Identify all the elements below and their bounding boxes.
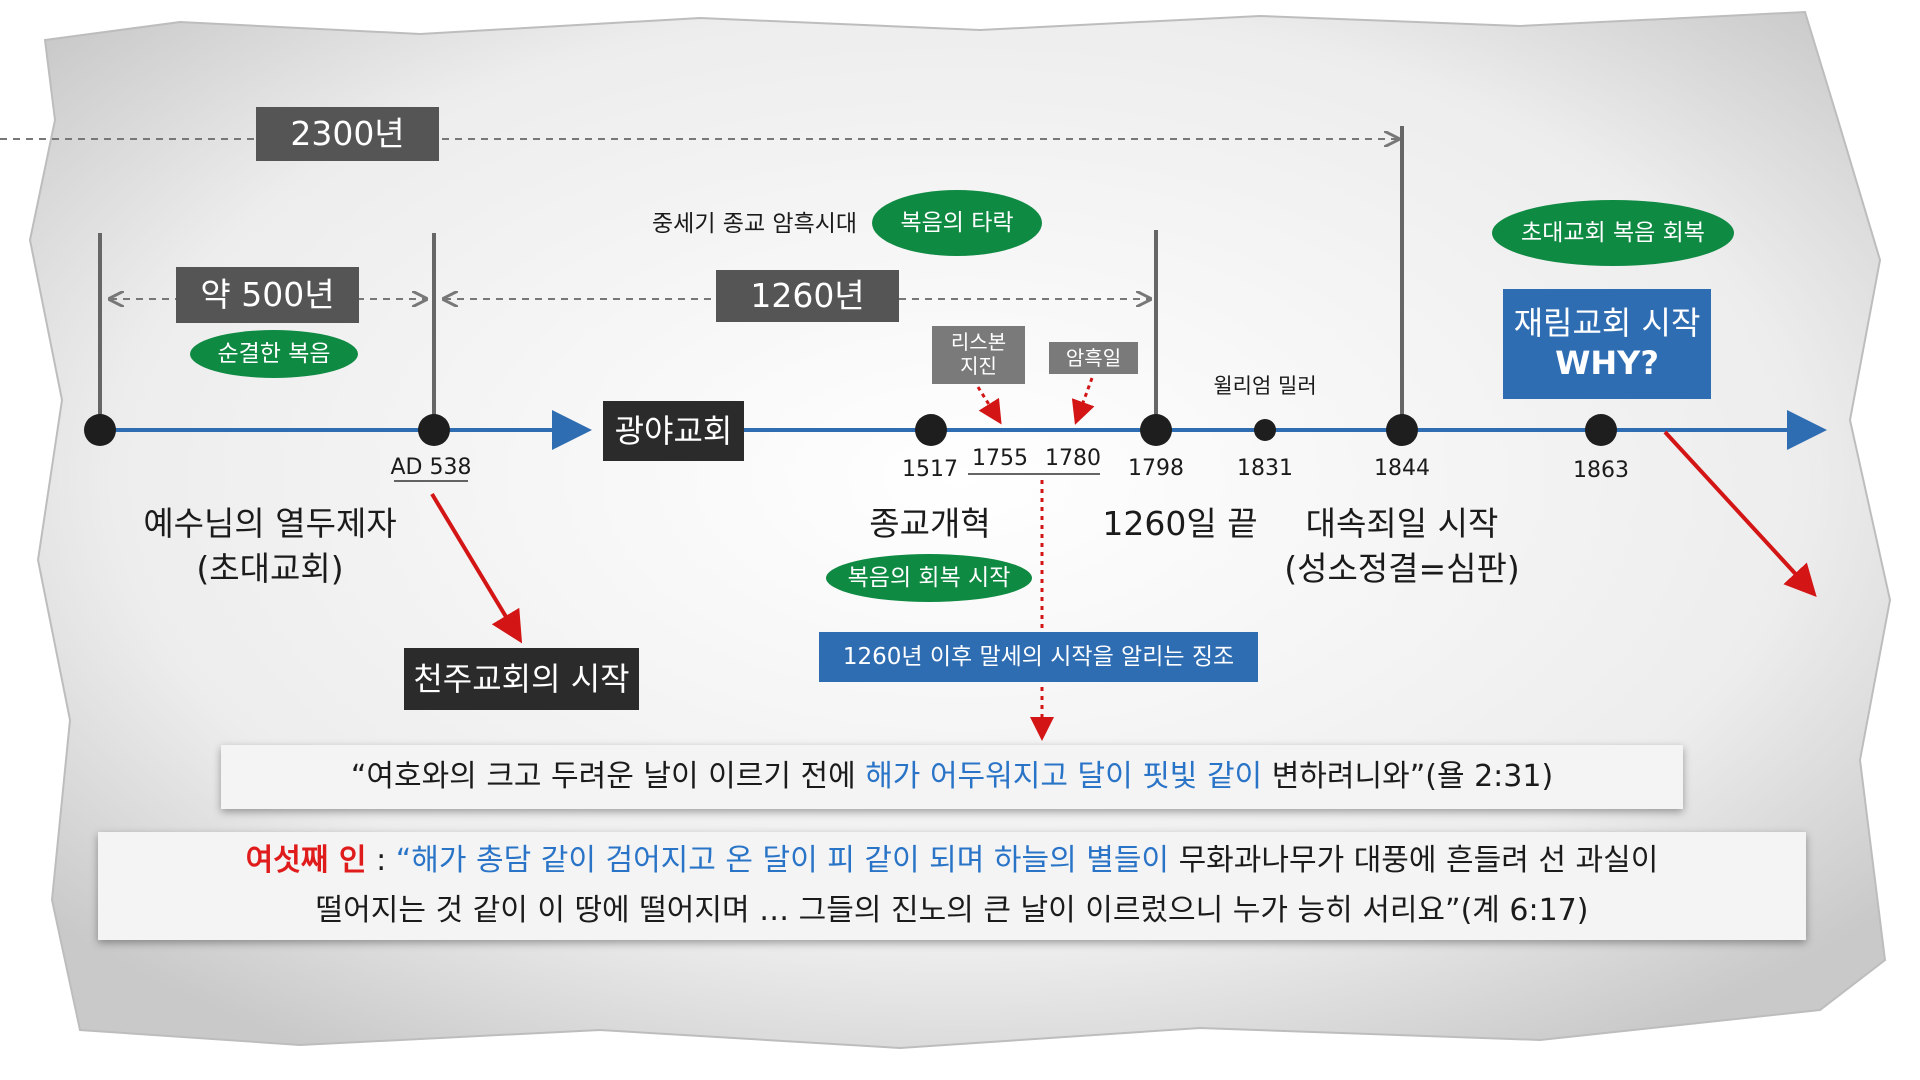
reformation-label: 종교개혁	[869, 504, 991, 543]
second-coming-line1: 재림교회 시작	[1513, 304, 1701, 342]
second-coming-why: WHY?	[1555, 344, 1659, 382]
lisbon-line1: 리스본	[950, 330, 1007, 354]
early-church-restoration-pill: 초대교회 복음 회복	[1492, 200, 1734, 266]
year-1844: 1844	[1374, 456, 1430, 481]
dot-1798	[1140, 414, 1172, 446]
revelation-quote-post: 무화과나무가 대풍에 흔들려 선 과실이	[1169, 843, 1659, 878]
dot-1863	[1585, 414, 1617, 446]
revelation-quote-sep: :	[366, 843, 396, 878]
dot-1831	[1254, 419, 1276, 441]
revelation-quote-line1: 여섯째 인 : “해가 총담 같이 검어지고 온 달이 피 같이 되며 하늘의 …	[98, 836, 1806, 886]
year-1831: 1831	[1237, 456, 1293, 481]
gospel-restoration-pill: 복음의 회복 시작	[826, 554, 1032, 602]
catholic-church-start-box: 천주교회의 시작	[404, 648, 639, 710]
dot-1844	[1386, 414, 1418, 446]
apostles-label: 예수님의 열두제자 (초대교회)	[120, 502, 420, 591]
apostles-line1: 예수님의 열두제자	[143, 504, 397, 543]
wilderness-church-box: 광야교회	[603, 401, 744, 461]
apostles-line2: (초대교회)	[196, 548, 344, 588]
revelation-quote-highlight: “해가 총담 같이 검어지고 온 달이 피 같이 되며 하늘의 별들이	[395, 843, 1170, 878]
gospel-corruption-pill: 복음의 타락	[872, 190, 1042, 256]
year-1798: 1798	[1128, 456, 1184, 481]
catholic-arrow	[430, 492, 523, 644]
year-1517: 1517	[902, 457, 958, 482]
joel-quote-highlight: 해가 어두워지고 달이 핏빛 같이	[865, 759, 1263, 794]
joel-quote-pre: “여호와의 크고 두려운 날이 이르기 전에	[350, 759, 866, 794]
middle-ages-label: 중세기 종교 암흑시대	[652, 211, 858, 237]
year-1755: 1755	[972, 446, 1028, 471]
dark-day-box: 암흑일	[1049, 342, 1138, 374]
span-500-box: 약 500년	[176, 267, 359, 323]
dot-538	[418, 414, 450, 446]
year-1863: 1863	[1573, 458, 1629, 483]
joel-quote-box: “여호와의 크고 두려운 날이 이르기 전에 해가 어두워지고 달이 핏빛 같이…	[221, 745, 1683, 809]
year-ad538: AD 538	[390, 455, 472, 480]
lisbon-arrow	[976, 386, 1002, 425]
joel-quote-post: 변하려니와”(욜 2:31)	[1262, 759, 1554, 794]
why-arrow	[1663, 430, 1817, 597]
william-miller-label: 윌리엄 밀러	[1213, 374, 1317, 398]
atonement-line2: (성소정결=심판)	[1284, 548, 1520, 588]
atonement-line1: 대속죄일 시작	[1305, 504, 1499, 543]
span-1260-box: 1260년	[716, 270, 899, 322]
lisbon-line2: 지진	[960, 354, 997, 378]
span-2300-box: 2300년	[256, 107, 439, 161]
dot-1517	[915, 414, 947, 446]
end-1260-days-label: 1260일 끝	[1102, 504, 1258, 543]
year-1780: 1780	[1045, 446, 1101, 471]
sixth-seal-label: 여섯째 인	[245, 843, 367, 878]
end-times-sign-box: 1260년 이후 말세의 시작을 알리는 징조	[819, 632, 1258, 682]
revelation-quote-box: 여섯째 인 : “해가 총담 같이 검어지고 온 달이 피 같이 되며 하늘의 …	[98, 832, 1806, 940]
pure-gospel-pill: 순결한 복음	[190, 330, 358, 378]
dot-start	[84, 414, 116, 446]
atonement-label: 대속죄일 시작 (성소정결=심판)	[1282, 502, 1522, 591]
second-coming-church-box: 재림교회 시작 WHY?	[1503, 289, 1711, 399]
lisbon-earthquake-box: 리스본 지진	[932, 326, 1025, 384]
revelation-quote-line2: 떨어지는 것 같이 이 땅에 떨어지며 … 그들의 진노의 큰 날이 이르렀으니…	[315, 893, 1589, 928]
